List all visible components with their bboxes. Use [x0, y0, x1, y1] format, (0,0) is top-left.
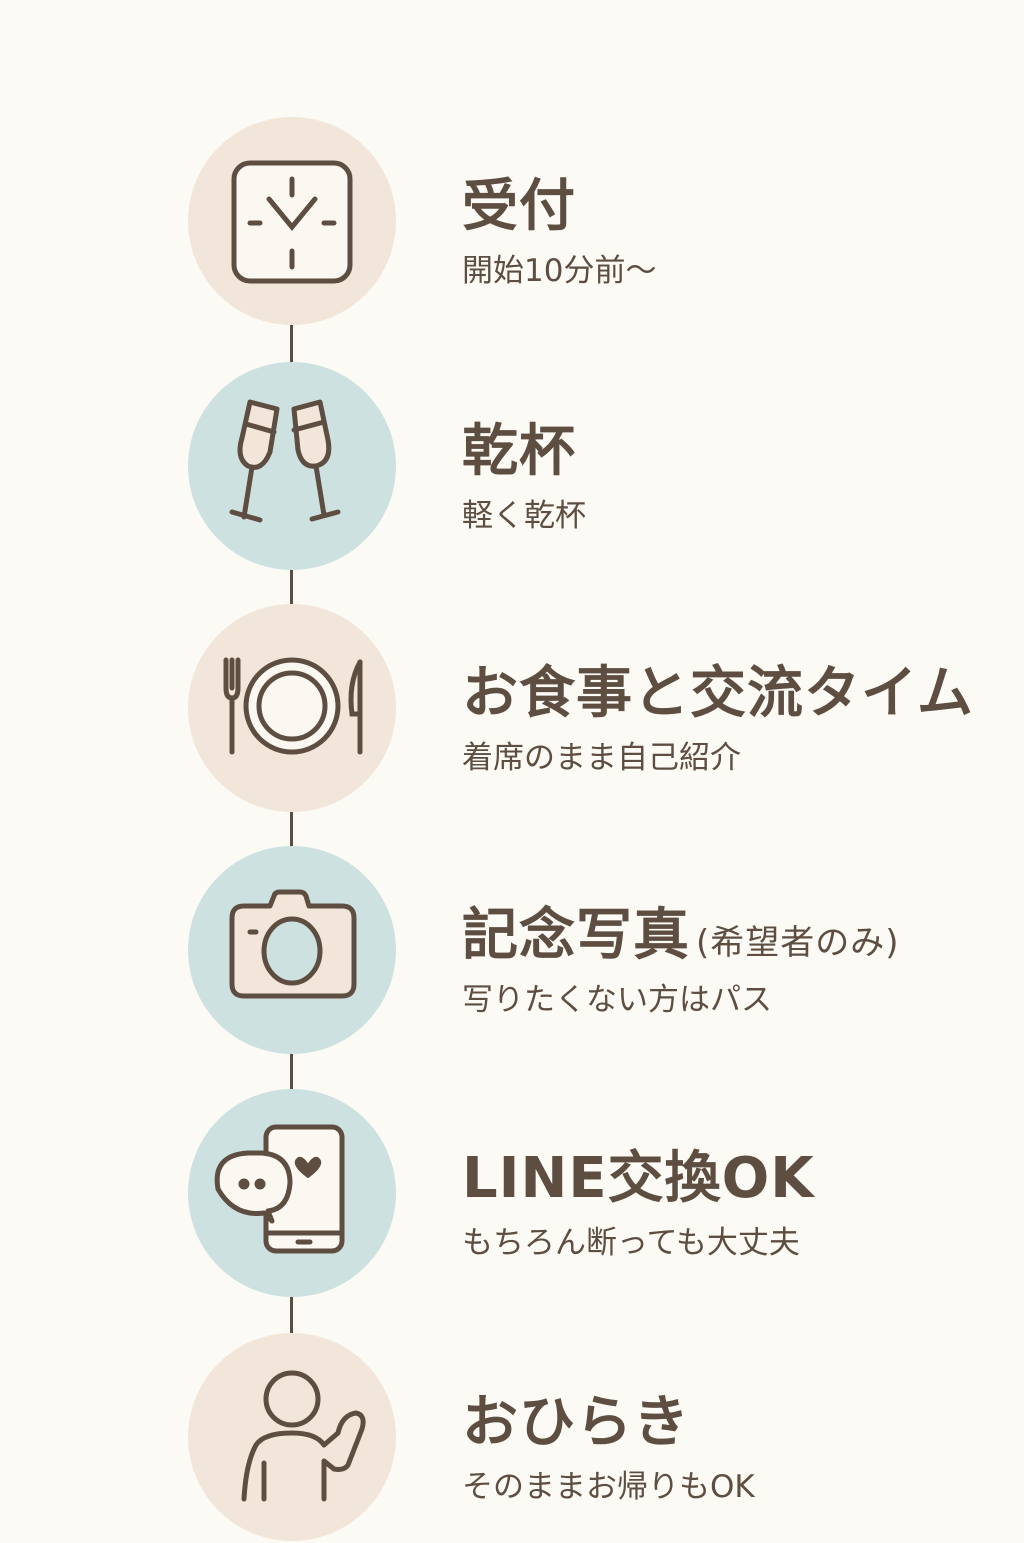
step-title: 乾杯 [462, 419, 576, 484]
step-title: おひらき [462, 1390, 690, 1455]
timeline-step-line-exchange: LINE交換OK もちろん断っても大丈夫 [0, 1089, 1024, 1299]
camera-icon [188, 846, 396, 1054]
step-subtitle: もちろん断っても大丈夫 [462, 1225, 800, 1261]
timeline-step-toast: 乾杯 軽く乾杯 [0, 362, 1024, 572]
timeline-step-closing: おひらき そのままお帰りもOK [0, 1333, 1024, 1543]
step-title: お食事と交流タイム [462, 661, 974, 726]
step-title-text: 記念写真 [462, 903, 690, 968]
plate-cutlery-icon [188, 604, 396, 812]
phone-chat-icon [188, 1089, 396, 1297]
step-subtitle: 着席のまま自己紹介 [462, 740, 741, 776]
timeline-step-reception: 受付 開始10分前〜 [0, 117, 1024, 327]
step-title: 受付 [462, 174, 576, 239]
timeline-step-meal: お食事と交流タイム 着席のまま自己紹介 [0, 604, 1024, 814]
step-subtitle: 写りたくない方はパス [462, 982, 772, 1018]
step-title: 記念写真(希望者のみ) [462, 890, 900, 971]
step-subtitle: 開始10分前〜 [462, 253, 657, 289]
step-subtitle: そのままお帰りもOK [462, 1469, 755, 1505]
waving-person-icon [188, 1333, 396, 1541]
clock-icon [188, 117, 396, 325]
step-title: LINE交換OK [462, 1146, 815, 1211]
step-title-note: (希望者のみ) [696, 923, 900, 963]
champagne-glasses-icon [188, 362, 396, 570]
timeline-step-photo: 記念写真(希望者のみ) 写りたくない方はパス [0, 846, 1024, 1056]
step-subtitle: 軽く乾杯 [462, 498, 586, 534]
